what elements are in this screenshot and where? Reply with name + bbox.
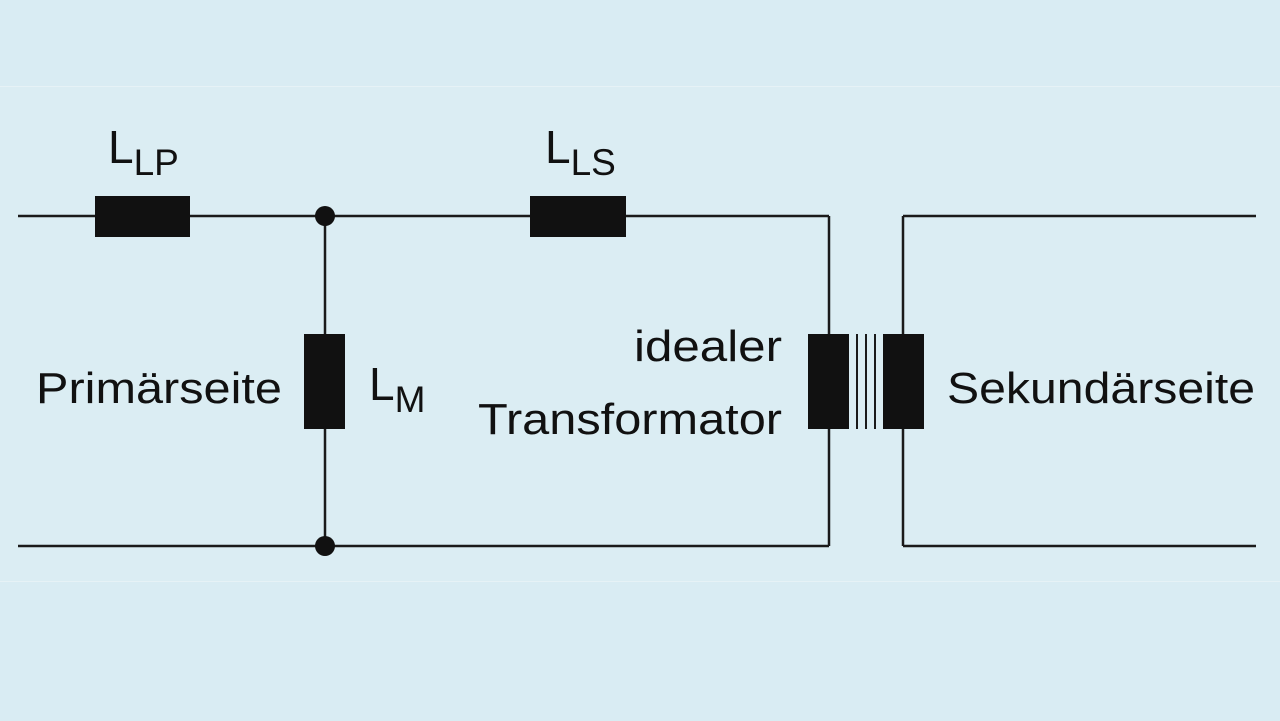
transformer-core bbox=[856, 334, 876, 429]
label-ideal-transformer-line2: Transformator bbox=[478, 395, 782, 444]
inductor-llp bbox=[95, 196, 190, 237]
label-lls-sub: LS bbox=[571, 142, 616, 183]
transformer-primary-winding bbox=[808, 334, 849, 429]
junction-dot-top bbox=[315, 206, 335, 226]
label-lm-main: L bbox=[369, 358, 395, 410]
wires bbox=[18, 214, 1256, 548]
label-lm-sub: M bbox=[395, 379, 426, 420]
label-lls-main: L bbox=[545, 121, 571, 173]
label-llp: LLP bbox=[108, 121, 179, 183]
label-primary-side: Primärseite bbox=[36, 364, 282, 413]
junction-dot-bottom bbox=[315, 536, 335, 556]
inductor-lm bbox=[304, 334, 345, 429]
label-lm: LM bbox=[369, 358, 425, 420]
label-secondary-side: Sekundärseite bbox=[947, 364, 1255, 413]
diagram-panel bbox=[0, 86, 1280, 582]
label-llp-sub: LP bbox=[134, 142, 179, 183]
label-llp-main: L bbox=[108, 121, 134, 173]
label-ideal-transformer-line1: idealer bbox=[634, 322, 782, 371]
transformer-secondary-winding bbox=[883, 334, 924, 429]
label-lls: LLS bbox=[545, 121, 616, 183]
inductor-lls bbox=[530, 196, 626, 237]
